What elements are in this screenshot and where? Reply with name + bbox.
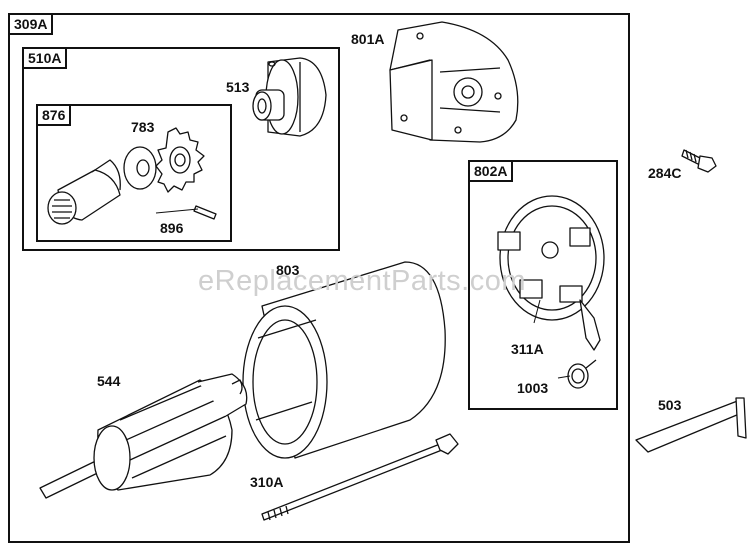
part-label-1003: 1003	[517, 380, 549, 396]
brush-holder-802A-drawing	[497, 195, 605, 351]
part-label-503: 503	[658, 397, 682, 413]
housing-803-drawing	[242, 261, 446, 459]
part-label-801A: 801A	[351, 31, 385, 47]
part-label-544: 544	[97, 373, 121, 389]
part-label-513: 513	[226, 79, 250, 95]
key-896-drawing	[193, 205, 217, 220]
part-label-803: 803	[276, 262, 300, 278]
part-label-896: 896	[160, 220, 184, 236]
through-bolt-310A-drawing	[261, 433, 459, 521]
group-box-309A	[8, 13, 630, 543]
washer-drawing	[123, 146, 157, 190]
part-label-311A: 311A	[511, 341, 544, 357]
part-label-783: 783	[131, 119, 155, 135]
leader-lines	[155, 208, 571, 379]
spring-1003-drawing	[567, 359, 597, 389]
group-tag-510A: 510A	[22, 47, 68, 69]
part-label-310A: 310A	[250, 474, 284, 490]
watermark: eReplacementParts.com	[198, 265, 527, 297]
drive-876-drawing	[47, 159, 121, 225]
group-box-802A	[468, 160, 618, 410]
group-tag-876: 876	[36, 104, 72, 126]
end-cap-513-drawing	[252, 57, 327, 137]
bracket-801A-drawing	[389, 21, 519, 143]
group-tag-309A: 309A	[8, 13, 54, 35]
part-label-284C: 284C	[648, 165, 682, 181]
strip-503-drawing	[635, 397, 747, 453]
armature-544-drawing	[39, 373, 248, 499]
group-box-876	[36, 104, 232, 242]
group-tag-802A: 802A	[468, 160, 514, 182]
group-box-510A	[22, 47, 340, 251]
gear-783-drawing	[155, 127, 205, 193]
bolt-284C-drawing	[681, 149, 717, 173]
